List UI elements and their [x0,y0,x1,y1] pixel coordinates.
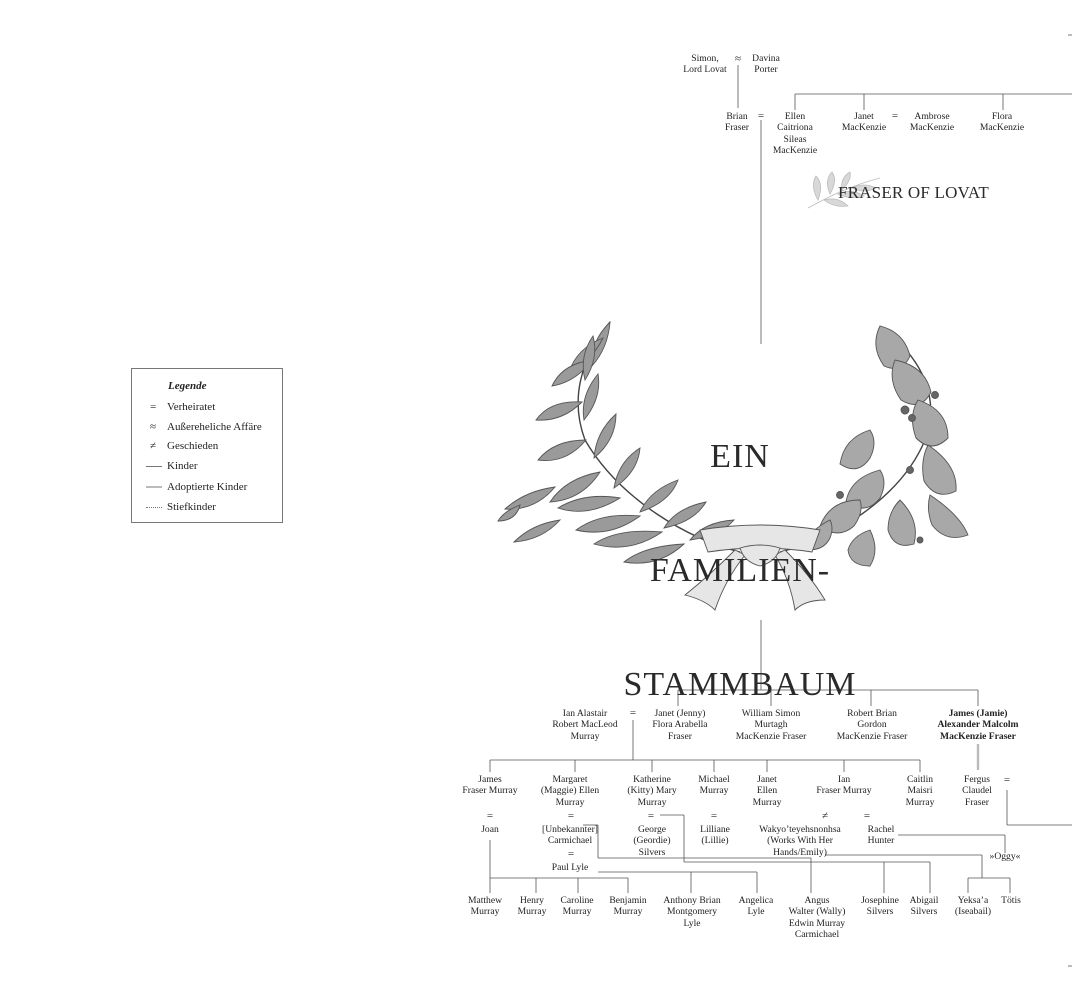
person-josephine: Josephine Silvers [861,895,899,918]
person-caitlin: Caitlin Maisri Murray [905,774,935,808]
legend-symbol-affair: ≈ [150,421,157,433]
legend-line-step [146,507,162,508]
person-joan: Joan [481,824,499,835]
person-janet-ellen: Janet Ellen Murray [752,774,782,808]
married-symbol: = [863,810,871,822]
legend-symbol-married: = [150,401,157,413]
person-william: William Simon Murtagh MacKenzie Fraser [735,708,807,742]
title-line-3: STAMMBAUM [623,666,857,703]
person-margaret: Margaret (Maggie) Ellen Murray [540,774,600,808]
person-katherine: Katherine (Kitty) Mary Murray [627,774,677,808]
person-george: George (Geordie) Silvers [633,824,671,858]
married-symbol: = [567,848,575,860]
person-caroline: Caroline Murray [560,895,594,918]
legend-heading: Legende [168,380,207,392]
married-symbol: = [629,707,637,719]
legend-label-adopted: Adoptierte Kinder [167,481,248,493]
sprig-ornament [807,171,881,209]
legend-label-children: Kinder [167,460,198,472]
person-simon: Simon, Lord Lovat [683,53,727,76]
person-ellen: Ellen Caitriona Sileas MacKenzie [772,111,818,157]
person-jamie: James (Jamie) Alexander Malcolm MacKenzi… [937,708,1019,742]
person-anthony: Anthony Brian Montgomery Lyle [663,895,721,929]
person-ian-alastair: Ian Alastair Robert MacLeod Murray [552,708,618,742]
person-totis: Tötis [1001,895,1021,906]
person-robert: Robert Brian Gordon MacKenzie Fraser [836,708,908,742]
person-paul-lyle: Paul Lyle [551,862,589,873]
legend-label-affair: Außereheliche Affäre [167,421,262,433]
person-matthew: Matthew Murray [467,895,503,918]
legend-label-married: Verheiratet [167,401,216,413]
person-henry: Henry Murray [517,895,547,918]
person-abigail: Abigail Silvers [909,895,939,918]
legend-line-children [146,466,162,467]
person-rachel: Rachel Hunter [867,824,895,847]
legend-symbol-divorced: ≠ [150,440,157,452]
legend-label-divorced: Geschieden [167,440,219,452]
person-yeksa: Yeksa’a (Iseabail) [954,895,992,918]
legend-label-step: Stiefkinder [167,501,216,513]
married-symbol: = [710,810,718,822]
legend-box: Legende = Verheiratet ≈ Außereheliche Af… [131,368,283,523]
page-title: EIN FAMILIEN- STAMMBAUM [620,362,860,742]
married-symbol: = [567,810,575,822]
person-oggy: »Oggy« [989,851,1021,862]
person-unbekannter-carmichael: [Unbekannter] Carmichael [542,824,598,847]
title-line-1: EIN [710,438,770,475]
person-flora: Flora MacKenzie [979,111,1025,134]
person-lilliane: Lilliane (Lillie) [700,824,730,847]
person-davina: Davina Porter [752,53,780,76]
person-angus: Angus Walter (Wally) Edwin Murray Carmic… [788,895,846,941]
wreath-illustration [497,320,969,611]
affair-symbol: ≈ [734,53,742,65]
person-janet-mackenzie: Janet MacKenzie [841,111,887,134]
person-ian-fraser-murray: Ian Fraser Murray [816,774,872,797]
title-line-2: FAMILIEN- [649,552,831,589]
person-wakyo: Wakyo’teyehsnonhsa (Works With Her Hands… [759,824,841,858]
person-ambrose: Ambrose MacKenzie [909,111,955,134]
person-fergus: Fergus Claudel Fraser [962,774,992,808]
person-michael: Michael Murray [698,774,730,797]
divorced-symbol: ≠ [821,810,829,822]
person-angelica: Angelica Lyle [738,895,774,918]
person-benjamin: Benjamin Murray [609,895,647,918]
legend-line-adopted [146,486,162,488]
married-symbol: = [891,110,899,122]
married-symbol: = [757,110,765,122]
person-james-fraser-murray: James Fraser Murray [462,774,518,797]
married-symbol: = [647,810,655,822]
married-symbol: = [1003,774,1011,786]
married-symbol: = [486,810,494,822]
person-jenny: Janet (Jenny) Flora Arabella Fraser [652,708,708,742]
person-brian: Brian Fraser [725,111,749,134]
section-fraser-of-lovat: FRASER OF LOVAT [838,183,990,202]
